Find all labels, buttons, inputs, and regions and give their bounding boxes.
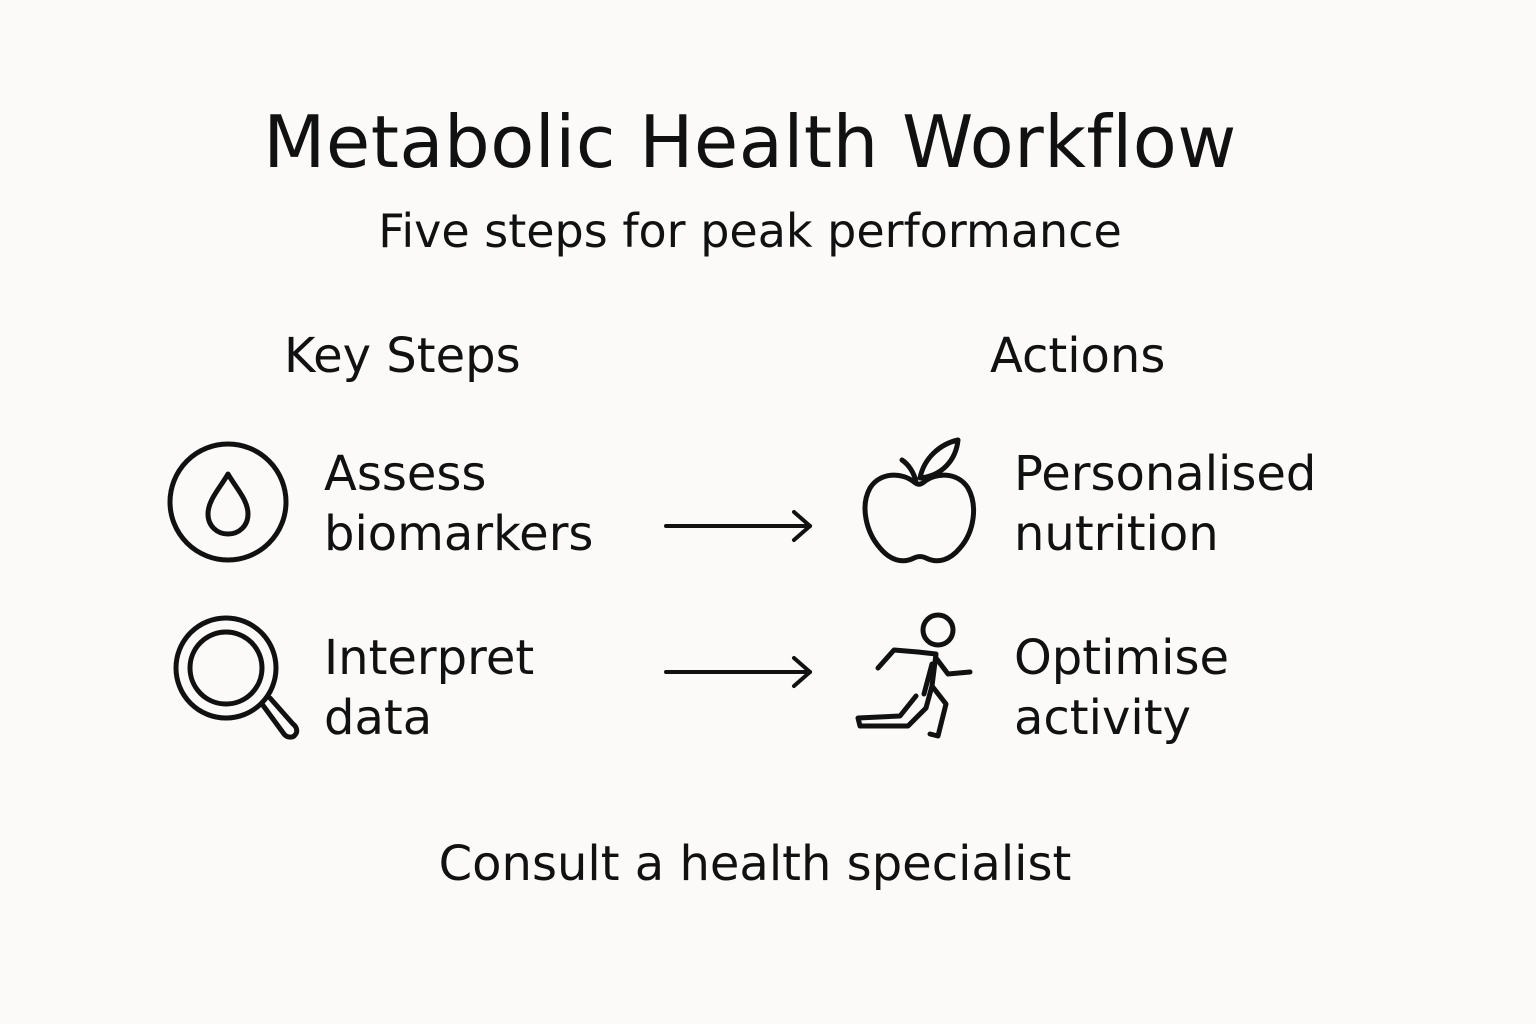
arrow-right-icon: [664, 506, 816, 546]
apple-icon: [850, 432, 990, 572]
drop-circle-icon: [160, 432, 300, 572]
footer-note: Consult a health specialist: [438, 836, 1072, 892]
step-assess-line1: Assess: [324, 446, 487, 502]
action-nutrition-line1: Personalised: [1014, 446, 1317, 502]
action-nutrition-line2: nutrition: [1014, 506, 1219, 562]
action-activity-line1: Optimise: [1014, 630, 1230, 686]
step-interpret-label: Interpret data: [324, 628, 664, 748]
step-interpret-line2: data: [324, 690, 433, 746]
actions-heading: Actions: [990, 328, 1166, 384]
arrow-right-icon: [664, 652, 816, 692]
magnifier-icon: [166, 608, 306, 748]
action-nutrition-label: Personalised nutrition: [1014, 444, 1354, 564]
step-assess-label: Assess biomarkers: [324, 444, 664, 564]
runner-icon: [850, 608, 990, 748]
step-assess-line2: biomarkers: [324, 506, 594, 562]
step-interpret-line1: Interpret: [324, 630, 535, 686]
action-activity-label: Optimise activity: [1014, 628, 1354, 748]
diagram-subtitle: Five steps for peak performance: [378, 204, 1122, 258]
key-steps-heading: Key Steps: [284, 328, 521, 384]
action-activity-line2: activity: [1014, 690, 1191, 746]
diagram-title: Metabolic Health Workflow: [263, 100, 1237, 184]
